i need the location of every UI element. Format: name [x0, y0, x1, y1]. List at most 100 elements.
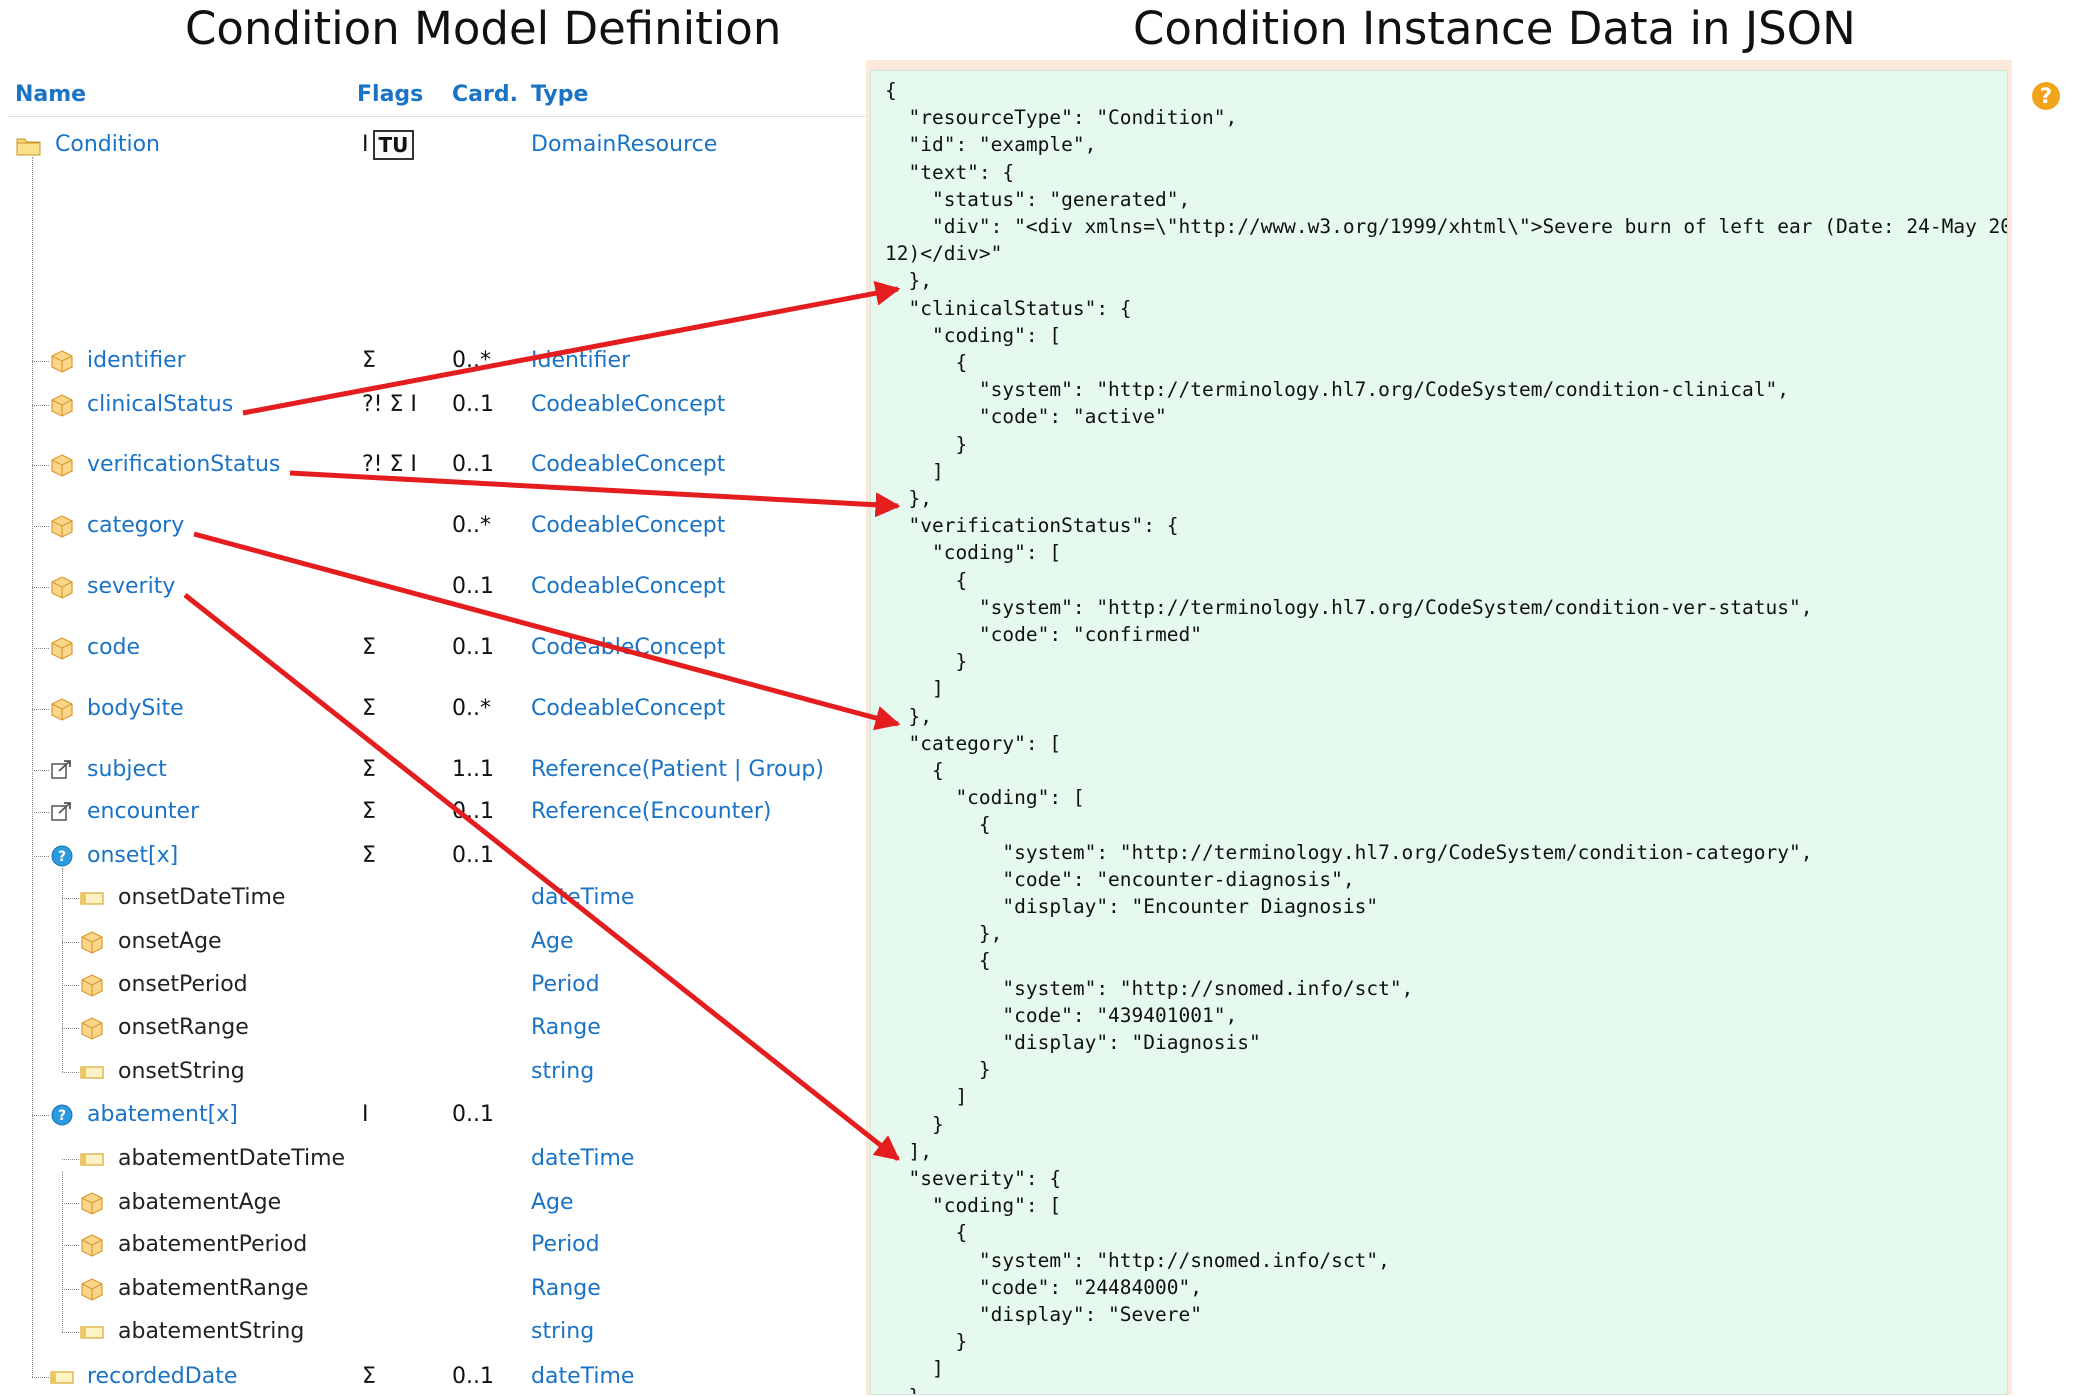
element-name[interactable]: onset[x]: [87, 843, 179, 868]
element-name[interactable]: verificationStatus: [87, 452, 281, 477]
element-cardinality: 0..1: [452, 392, 494, 417]
element-name[interactable]: identifier: [87, 348, 186, 373]
type-link[interactable]: CodeableConcept: [531, 574, 726, 599]
cube-icon: [49, 349, 75, 373]
element-name[interactable]: subject: [87, 757, 167, 782]
json-line: ]: [885, 459, 944, 483]
type-link[interactable]: Range: [531, 1276, 601, 1301]
element-flags: Σ: [362, 757, 376, 782]
type-link[interactable]: DomainResource: [531, 132, 718, 157]
element-name[interactable]: code: [87, 635, 141, 660]
json-line: "system": "http://terminology.hl7.org/Co…: [885, 840, 1813, 864]
primitive-icon: [79, 1320, 105, 1344]
element-flags: Σ: [362, 348, 376, 373]
element-type: DomainResource: [531, 125, 717, 165]
type-column-header: Type: [531, 82, 589, 107]
json-line: {: [885, 568, 968, 592]
element-name: onsetDateTime: [118, 885, 286, 910]
element-type: dateTime: [531, 1357, 634, 1397]
json-line: },: [885, 487, 932, 510]
type-link[interactable]: ): [815, 757, 824, 782]
element-name[interactable]: recordedDate: [87, 1364, 238, 1389]
type-link[interactable]: string: [531, 1059, 595, 1084]
type-link[interactable]: CodeableConcept: [531, 392, 726, 417]
type-link[interactable]: CodeableConcept: [531, 452, 726, 477]
element-type: Age: [531, 922, 574, 962]
element-name[interactable]: bodySite: [87, 696, 184, 721]
element-name[interactable]: encounter: [87, 799, 200, 824]
element-type: dateTime: [531, 878, 634, 918]
type-link[interactable]: Reference(: [531, 757, 651, 782]
cube-icon: [79, 1191, 105, 1215]
json-line: "div": "<div xmlns=\"http://www.w3.org/1…: [885, 215, 2008, 238]
json-line: ]: [885, 677, 944, 701]
json-line: }: [885, 432, 968, 456]
element-name[interactable]: category: [87, 513, 185, 538]
json-line: },: [885, 1383, 932, 1394]
json-line: "display": "Diagnosis": [885, 1031, 1261, 1054]
type-link[interactable]: Patient: [650, 757, 727, 782]
json-line: "code": "confirmed": [885, 623, 1202, 646]
type-link[interactable]: CodeableConcept: [531, 635, 726, 660]
json-code-view[interactable]: { "resourceType": "Condition", "id": "ex…: [870, 70, 2008, 1395]
element-flags: Σ: [362, 1364, 376, 1389]
element-name[interactable]: severity: [87, 574, 176, 599]
tree-connector: [62, 985, 79, 986]
trial-use-badge[interactable]: TU: [372, 130, 415, 160]
json-line: "system": "http://snomed.info/sct",: [885, 976, 1414, 1000]
help-icon[interactable]: ?: [2032, 82, 2060, 110]
element-name: abatementString: [118, 1319, 305, 1344]
element-name[interactable]: abatement[x]: [87, 1102, 238, 1127]
type-link[interactable]: Period: [531, 972, 600, 997]
type-link[interactable]: dateTime: [531, 1364, 635, 1389]
type-link[interactable]: Age: [531, 1190, 574, 1215]
element-flags: Σ: [362, 635, 376, 660]
element-row-recordedDate: recordedDate Σ 0..1 dateTime: [0, 1357, 866, 1397]
tree-connector: [62, 942, 79, 943]
type-link[interactable]: Identifier: [531, 348, 631, 373]
json-line: "display": "Severe": [885, 1303, 1202, 1326]
json-line: "coding": [: [885, 786, 1085, 810]
abatement-guide-line: [62, 1171, 63, 1332]
primitive-icon: [49, 1365, 75, 1389]
type-link[interactable]: dateTime: [531, 885, 635, 910]
json-line: }: [885, 1112, 944, 1136]
json-line: },: [885, 922, 1003, 946]
tree-connector: [32, 526, 49, 527]
type-link[interactable]: Range: [531, 1015, 601, 1040]
tree-connector: [62, 1028, 79, 1029]
type-link[interactable]: ): [762, 799, 772, 824]
element-type: Period: [531, 965, 600, 1005]
element-name: onsetAge: [118, 929, 222, 954]
type-link[interactable]: Encounter: [650, 799, 763, 824]
element-cardinality: 0..1: [452, 1102, 494, 1127]
json-line: {: [885, 949, 991, 973]
cube-icon: [49, 514, 75, 538]
type-link[interactable]: string: [531, 1319, 595, 1344]
json-line: ]: [885, 1085, 968, 1109]
element-name[interactable]: clinicalStatus: [87, 392, 234, 417]
type-link[interactable]: Age: [531, 929, 574, 954]
element-type: CodeableConcept: [531, 506, 725, 546]
json-line: "id": "example",: [885, 133, 1097, 157]
element-cardinality: 0..1: [452, 452, 494, 477]
element-name: abatementDateTime: [118, 1146, 346, 1171]
element-name[interactable]: Condition: [55, 132, 160, 157]
json-line: "text": {: [885, 160, 1015, 184]
element-cardinality: 0..1: [452, 1364, 494, 1389]
cube-icon: [79, 1016, 105, 1040]
root-guide-line: [32, 157, 33, 1377]
type-link[interactable]: CodeableConcept: [531, 513, 726, 538]
type-link[interactable]: dateTime: [531, 1146, 635, 1171]
instance-data-heading: Condition Instance Data in JSON: [1133, 2, 1856, 55]
element-cardinality: 0..1: [452, 574, 494, 599]
type-link[interactable]: Group: [748, 757, 816, 782]
type-link[interactable]: Reference(: [531, 799, 651, 824]
type-link[interactable]: Period: [531, 1232, 600, 1257]
type-link[interactable]: CodeableConcept: [531, 696, 726, 721]
